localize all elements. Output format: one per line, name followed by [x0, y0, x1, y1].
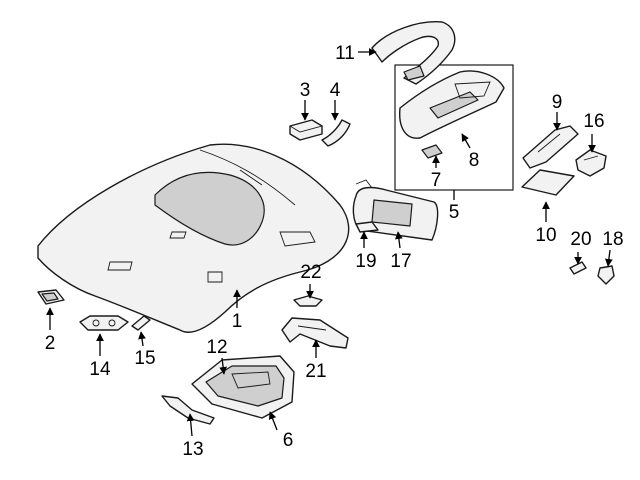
- callout-4: 4: [330, 80, 341, 101]
- callout-21: 21: [305, 361, 326, 382]
- callout-9: 9: [552, 92, 563, 113]
- leader-8: [461, 133, 471, 149]
- grab-frame-part: [371, 21, 456, 85]
- wire-bracket-part: [161, 395, 215, 425]
- callout-6: 6: [283, 430, 294, 451]
- clip-part: [37, 289, 65, 305]
- leader-17: [395, 231, 403, 249]
- mirror-part: [521, 169, 575, 196]
- overhead-console-part: [191, 355, 295, 419]
- callout-11: 11: [335, 43, 355, 64]
- callout-15: 15: [134, 348, 155, 369]
- lamp-part: [79, 315, 129, 331]
- pad-part: [289, 119, 323, 141]
- callout-5: 5: [449, 202, 460, 223]
- callout-7: 7: [431, 170, 442, 191]
- callout-1: 1: [232, 311, 243, 332]
- leader-12: [219, 357, 227, 375]
- callout-2: 2: [45, 333, 56, 354]
- bracket-part: [522, 125, 579, 169]
- strip-part: [321, 119, 351, 147]
- callout-18: 18: [602, 229, 623, 250]
- callout-20: 20: [570, 229, 591, 250]
- callout-3: 3: [300, 80, 311, 101]
- retainer-part: [597, 265, 615, 285]
- callout-13: 13: [182, 439, 203, 460]
- leader-18: [605, 249, 613, 267]
- bulb-part: [131, 315, 151, 331]
- callout-19: 19: [355, 251, 376, 272]
- leader-15: [138, 331, 146, 347]
- console-part: [399, 70, 505, 139]
- switch-part: [421, 144, 443, 159]
- callout-17: 17: [390, 251, 411, 272]
- leader-6: [268, 411, 278, 431]
- callout-8: 8: [469, 150, 480, 171]
- sensor-part: [575, 149, 607, 177]
- callout-14: 14: [89, 359, 111, 380]
- grab-handle-part: [281, 317, 349, 349]
- callout-22: 22: [300, 262, 321, 283]
- callout-12: 12: [206, 337, 227, 358]
- headliner-part: [37, 143, 350, 333]
- callout-16: 16: [583, 111, 604, 132]
- callout-10: 10: [535, 225, 556, 246]
- clip-22-part: [293, 295, 323, 307]
- visor-clip-part: [355, 221, 379, 233]
- leader-13: [186, 413, 195, 437]
